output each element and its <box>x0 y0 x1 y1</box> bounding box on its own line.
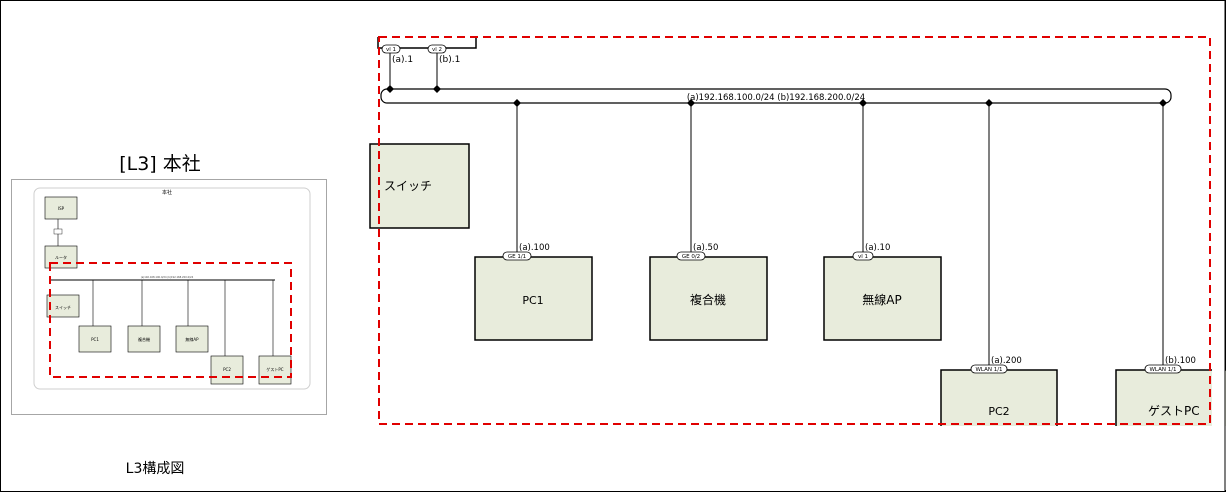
overview-switch-label: スイッチ <box>55 305 71 310</box>
svg-text:ゲストPC: ゲストPC <box>266 366 283 372</box>
overview-isp-node <box>44 196 78 220</box>
pc2-port <box>970 364 1008 374</box>
guest-pc-port-label: WLAN 1/1 <box>1149 367 1176 373</box>
overview-switch-node <box>46 294 80 318</box>
detail-highlight-box <box>378 36 1211 425</box>
switch-label: スイッチ <box>384 179 432 193</box>
pc1-label: PC1 <box>522 294 543 307</box>
vlan1-port-label: vl 1 <box>386 47 396 53</box>
vlan1-address: (a).1 <box>392 55 413 65</box>
vlan2-port-label: vl 2 <box>432 47 442 53</box>
overview-ap-node <box>175 325 209 353</box>
svg-text:複合機: 複合機 <box>138 336 150 342</box>
network-bus <box>380 88 1172 104</box>
overview-isp-port <box>53 228 63 235</box>
svg-text:PC1: PC1 <box>91 337 99 342</box>
clip-mask-right <box>1212 30 1225 430</box>
pc2-label: PC2 <box>988 405 1009 418</box>
bus-subnet-label: (a)192.168.100.0/24 (b)192.168.200.0/24 <box>687 93 865 103</box>
pc1-address: (a).100 <box>519 243 550 253</box>
overview-title: [L3] 本社 <box>119 153 201 175</box>
overview-group-label: 本社 <box>162 189 172 196</box>
overview-guest-node <box>258 355 292 385</box>
vlan2-address: (b).1 <box>439 55 460 65</box>
ap-port <box>852 251 874 261</box>
diagram-caption: L3構成図 <box>125 461 185 477</box>
mfp-address: (a).50 <box>693 243 718 253</box>
overview-highlight-box <box>49 262 292 378</box>
guest-pc-address: (b).100 <box>1165 356 1196 366</box>
router-node-edge <box>377 37 477 49</box>
overview-router-label: ルータ <box>55 254 67 260</box>
overview-pc1-node <box>78 325 112 353</box>
overview-pc2-node <box>210 355 244 385</box>
overview-group-box <box>33 187 311 390</box>
ap-port-label: vl 1 <box>858 254 868 260</box>
overview-diagram: 本社 ISP ルータ (a)192.168.100.0/24 (b)192.16… <box>33 187 311 390</box>
mfp-label: 複合機 <box>690 292 726 307</box>
pc1-port-label: GE 1/1 <box>508 254 526 260</box>
pc1-port <box>502 251 532 261</box>
vlan1-port <box>381 44 401 54</box>
overview-mfp-node <box>127 325 161 353</box>
ap-address: (a).10 <box>865 243 890 253</box>
mfp-port <box>676 251 706 261</box>
overview-thumbnail[interactable]: 本社 ISP ルータ (a)192.168.100.0/24 (b)192.16… <box>11 179 327 415</box>
ap-node <box>823 256 942 341</box>
ap-label: 無線AP <box>862 292 901 307</box>
overview-isp-label: ISP <box>58 206 65 211</box>
mfp-node <box>649 256 768 341</box>
clip-mask <box>370 426 1226 490</box>
guest-pc-port <box>1144 364 1182 374</box>
guest-pc-label: ゲストPC <box>1148 404 1200 418</box>
pc2-address: (a).200 <box>991 356 1022 366</box>
svg-text:無線AP: 無線AP <box>185 336 199 342</box>
pc2-port-label: WLAN 1/1 <box>975 367 1002 373</box>
switch-node <box>369 143 470 229</box>
svg-text:(a)192.168.100.0/24 (b)192.168: (a)192.168.100.0/24 (b)192.168.200.0/24 <box>141 275 194 279</box>
svg-text:PC2: PC2 <box>223 367 231 372</box>
mfp-port-label: GE 0/2 <box>682 254 700 260</box>
pc1-node <box>474 256 593 341</box>
